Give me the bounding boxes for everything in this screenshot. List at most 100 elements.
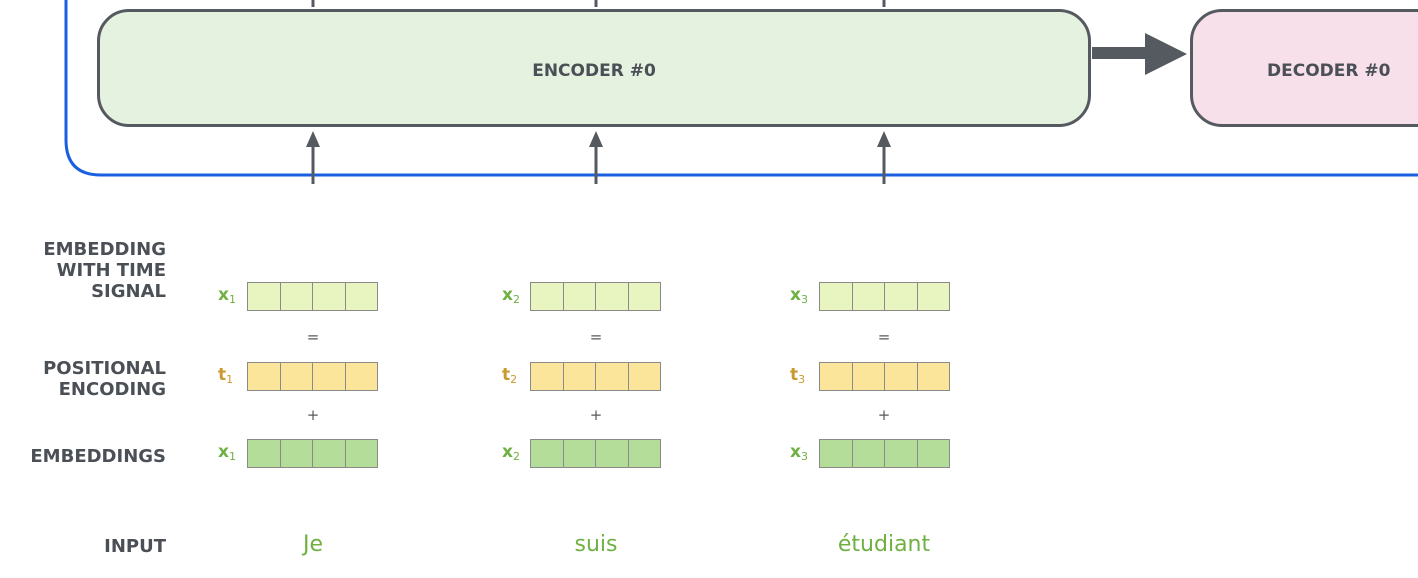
label-line: POSITIONAL bbox=[43, 358, 166, 379]
symbol-subscript: 2 bbox=[512, 293, 520, 306]
vector-cell bbox=[247, 282, 281, 311]
vector-cell bbox=[530, 439, 564, 468]
vector-cell bbox=[562, 439, 596, 468]
encoder-block: ENCODER #0 bbox=[97, 9, 1091, 127]
time-signal-vector-1 bbox=[247, 282, 378, 311]
vector-cell bbox=[916, 282, 950, 311]
input-word-3: étudiant bbox=[837, 532, 931, 557]
vector-cell bbox=[312, 439, 346, 468]
embedding-vector-3 bbox=[819, 439, 950, 468]
time-signal-vector-symbol-2: x2 bbox=[502, 285, 520, 306]
symbol-subscript: 1 bbox=[228, 293, 236, 306]
input-arrow-1 bbox=[306, 131, 320, 184]
vector-cell bbox=[279, 282, 313, 311]
vector-cell bbox=[819, 282, 853, 311]
symbol-letter: x bbox=[790, 442, 801, 462]
symbol-subscript: 1 bbox=[226, 373, 234, 386]
vector-cell bbox=[851, 282, 885, 311]
vector-cell bbox=[851, 362, 885, 391]
equals-operator: = bbox=[589, 328, 603, 346]
symbol-subscript: 3 bbox=[798, 373, 806, 386]
symbol-subscript: 2 bbox=[512, 450, 520, 463]
input-arrow-3 bbox=[877, 131, 891, 184]
label-line: ENCODING bbox=[58, 379, 166, 400]
vector-cell bbox=[916, 439, 950, 468]
symbol-subscript: 2 bbox=[510, 373, 518, 386]
vector-cell bbox=[247, 362, 281, 391]
vector-cell bbox=[851, 439, 885, 468]
symbol-subscript: 1 bbox=[228, 450, 236, 463]
vector-cell bbox=[595, 362, 629, 391]
encoder-stack-frame bbox=[64, 0, 1418, 177]
vector-cell bbox=[819, 362, 853, 391]
symbol-letter: t bbox=[502, 365, 511, 385]
input-arrow-2 bbox=[589, 131, 603, 184]
positional-encoding-vector-1 bbox=[247, 362, 378, 391]
time-signal-vector-2 bbox=[530, 282, 661, 311]
vector-cell bbox=[530, 362, 564, 391]
symbol-letter: x bbox=[502, 442, 513, 462]
symbol-letter: t bbox=[790, 365, 799, 385]
symbol-letter: x bbox=[218, 442, 229, 462]
label-positional-encoding: POSITIONAL ENCODING bbox=[43, 358, 166, 400]
positional-encoding-vector-symbol-2: t2 bbox=[502, 365, 517, 386]
equals-operator: = bbox=[877, 328, 891, 346]
vector-cell bbox=[884, 362, 918, 391]
vector-cell bbox=[562, 362, 596, 391]
vector-cell bbox=[884, 282, 918, 311]
symbol-letter: x bbox=[218, 285, 229, 305]
vector-cell bbox=[627, 439, 661, 468]
input-word-1: Je bbox=[302, 532, 324, 557]
plus-operator: + bbox=[877, 406, 891, 424]
embedding-vector-symbol-1: x1 bbox=[218, 442, 236, 463]
vector-cell bbox=[279, 362, 313, 391]
embedding-vector-2 bbox=[530, 439, 661, 468]
symbol-subscript: 3 bbox=[800, 293, 808, 306]
vector-cell bbox=[247, 439, 281, 468]
plus-operator: + bbox=[306, 406, 320, 424]
vector-cell bbox=[819, 439, 853, 468]
vector-cell bbox=[916, 362, 950, 391]
vector-cell bbox=[344, 439, 378, 468]
label-input: INPUT bbox=[104, 536, 166, 557]
label-line: WITH TIME bbox=[56, 260, 166, 281]
label-embeddings: EMBEDDINGS bbox=[30, 446, 166, 467]
positional-encoding-vector-2 bbox=[530, 362, 661, 391]
vector-cell bbox=[627, 282, 661, 311]
time-signal-vector-symbol-3: x3 bbox=[790, 285, 808, 306]
vector-cell bbox=[562, 282, 596, 311]
plus-operator: + bbox=[589, 406, 603, 424]
encoder-label: ENCODER #0 bbox=[532, 61, 656, 81]
time-signal-vector-symbol-1: x1 bbox=[218, 285, 236, 306]
embedding-vector-symbol-3: x3 bbox=[790, 442, 808, 463]
label-line: EMBEDDING bbox=[43, 239, 166, 260]
vector-cell bbox=[884, 439, 918, 468]
positional-encoding-vector-symbol-3: t3 bbox=[790, 365, 805, 386]
symbol-letter: x bbox=[502, 285, 513, 305]
vector-cell bbox=[627, 362, 661, 391]
time-signal-vector-3 bbox=[819, 282, 950, 311]
vector-cell bbox=[595, 439, 629, 468]
positional-encoding-vector-symbol-1: t1 bbox=[218, 365, 233, 386]
input-word-2: suis bbox=[574, 532, 618, 557]
positional-encoding-vector-3 bbox=[819, 362, 950, 391]
embedding-vector-symbol-2: x2 bbox=[502, 442, 520, 463]
label-embedding-with-time-signal: EMBEDDING WITH TIME SIGNAL bbox=[43, 239, 166, 302]
vector-cell bbox=[312, 362, 346, 391]
vector-cell bbox=[344, 362, 378, 391]
vector-cell bbox=[279, 439, 313, 468]
label-line: SIGNAL bbox=[91, 281, 166, 302]
vector-cell bbox=[312, 282, 346, 311]
decoder-label: DECODER #0 bbox=[1267, 61, 1391, 81]
embedding-vector-1 bbox=[247, 439, 378, 468]
equals-operator: = bbox=[306, 328, 320, 346]
symbol-letter: t bbox=[218, 365, 227, 385]
vector-cell bbox=[344, 282, 378, 311]
encoder-to-decoder-arrow bbox=[1092, 33, 1187, 75]
vector-cell bbox=[595, 282, 629, 311]
vector-cell bbox=[530, 282, 564, 311]
decoder-block: DECODER #0 bbox=[1190, 9, 1418, 127]
symbol-subscript: 3 bbox=[800, 450, 808, 463]
